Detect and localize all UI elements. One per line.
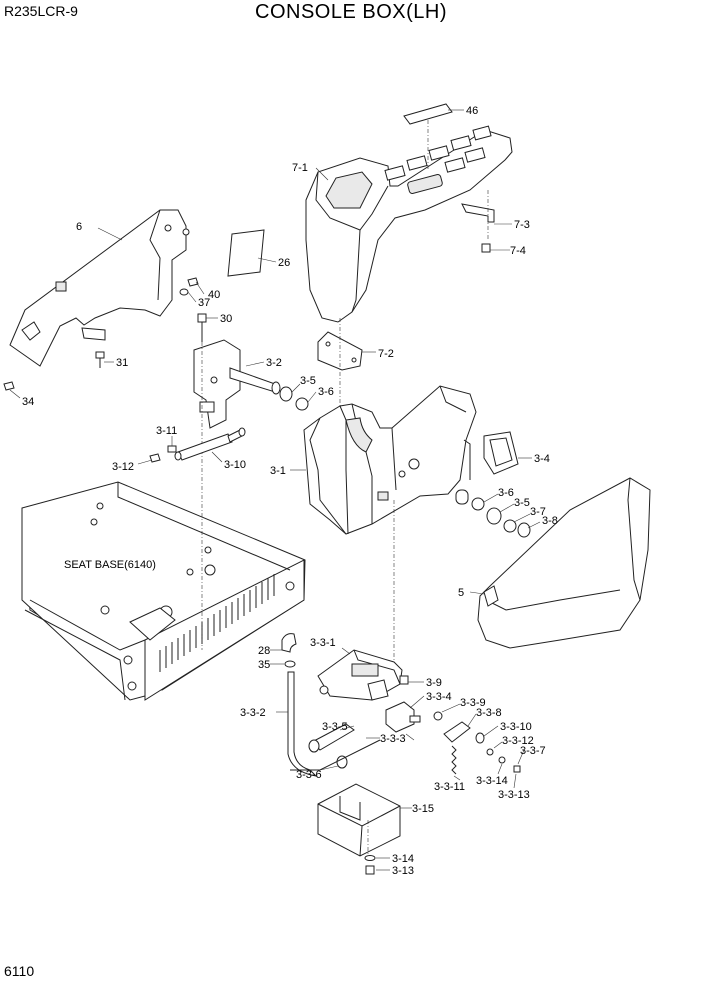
callout-34: 34 [22,396,34,408]
callout-3-3-3: 3-3-3 [380,733,406,745]
washer-part-3-3-14 [498,756,506,764]
bushing-part-3-5 [279,386,293,402]
callout-labels: 46 7-1 7-3 7-4 6 26 40 37 30 31 34 7-2 3… [22,105,558,877]
callout-3-6-upper: 3-6 [318,386,334,398]
seat-base-drawing [21,481,306,701]
screw-part-3-3-7 [513,765,521,773]
callout-37: 37 [198,297,210,309]
callout-7-4: 7-4 [510,245,526,257]
bolt-part-7-4 [481,243,491,253]
right-cover-part-5 [469,477,651,649]
callout-3-3-14: 3-3-14 [476,775,508,787]
callout-28: 28 [258,645,270,657]
elbow-part-28 [281,633,297,653]
callout-3-8: 3-8 [542,515,558,527]
callout-31: 31 [116,357,128,369]
bolt-part-3-13 [365,865,375,875]
cover-part-3-15 [317,783,412,857]
lever-part-3-3-8 [443,721,471,743]
left-cover-part-6 [9,209,190,367]
model-label: R235LCR-9 [4,3,78,19]
callout-3-3-11: 3-3-11 [434,781,465,793]
callout-3-3-13: 3-3-13 [498,789,530,801]
callout-3-12: 3-12 [112,461,134,473]
console-frame-part-3-1 [290,385,477,535]
washer-part-3-3-12 [486,748,494,756]
callout-7-1: 7-1 [292,162,308,174]
page-number: 6110 [4,963,35,979]
callout-3-14: 3-14 [392,853,414,865]
bolt-parts-40-37-31-34 [3,277,205,399]
seat-base-reference-label: SEAT BASE(6140) [64,559,156,571]
label-part-26 [227,229,265,277]
callout-3-7: 3-7 [530,506,546,518]
callout-3-15: 3-15 [412,803,434,815]
callout-3-3-5: 3-3-5 [322,721,348,733]
callout-3-11: 3-11 [156,425,177,437]
callout-7-3: 7-3 [514,219,530,231]
callout-3-4: 3-4 [534,453,550,465]
callout-3-3-8: 3-3-8 [476,707,502,719]
spring-part-3-3-11 [451,745,457,775]
nut-part-3-11 [167,445,177,453]
callout-3-3-4: 3-3-4 [426,691,452,703]
callout-3-3-2: 3-3-2 [240,707,266,719]
callout-3-3-7: 3-3-7 [520,745,546,757]
callout-35: 35 [258,659,270,671]
page-title: CONSOLE BOX(LH) [255,1,447,23]
boot-part-3-4 [483,431,519,475]
callout-46: 46 [466,105,478,117]
switch-block-part-3-3-4 [385,701,415,733]
callout-26: 26 [278,257,290,269]
callout-3-3-1: 3-3-1 [310,637,336,649]
nut-part-3-3-9 [433,711,443,721]
bolt-part-3-9 [399,675,409,685]
callout-3-1: 3-1 [270,465,286,477]
lock-base-part-3-3-1 [317,647,403,701]
callout-6: 6 [76,221,82,233]
gas-spring-part-3-10 [174,427,246,463]
callout-3-3-10: 3-3-10 [500,721,532,733]
washer-part-3-6 [295,397,309,411]
callout-30: 30 [220,313,232,325]
callout-3-5-upper: 3-5 [300,375,316,387]
callout-3-3-12: 3-3-12 [502,735,534,747]
callout-3-9: 3-9 [426,677,442,689]
callout-3-10: 3-10 [224,459,246,471]
callout-5: 5 [458,587,464,599]
ring-part-35 [284,660,296,668]
callout-3-2: 3-2 [266,357,282,369]
bushing-stack-right [471,493,541,538]
callout-3-3-6: 3-3-6 [296,769,322,781]
bolt-part-30 [197,313,207,323]
callout-3-6-right: 3-6 [498,487,514,499]
callout-40: 40 [208,289,220,301]
callout-3-3-9: 3-3-9 [460,697,486,709]
callout-7-2: 7-2 [378,348,394,360]
upper-console-part-7-1 [305,125,513,323]
plate-part-46 [403,103,453,125]
rod-part-3-3-2 [287,671,318,777]
bracket-part-3-2 [193,339,281,429]
washer-part-3-14 [364,855,376,861]
bracket-part-7-3 [461,203,495,223]
callout-3-13: 3-13 [392,865,414,877]
ring-part-3-3-10 [475,732,485,744]
callout-3-5-right: 3-5 [514,497,530,509]
bolt-part-3-12 [149,453,161,463]
